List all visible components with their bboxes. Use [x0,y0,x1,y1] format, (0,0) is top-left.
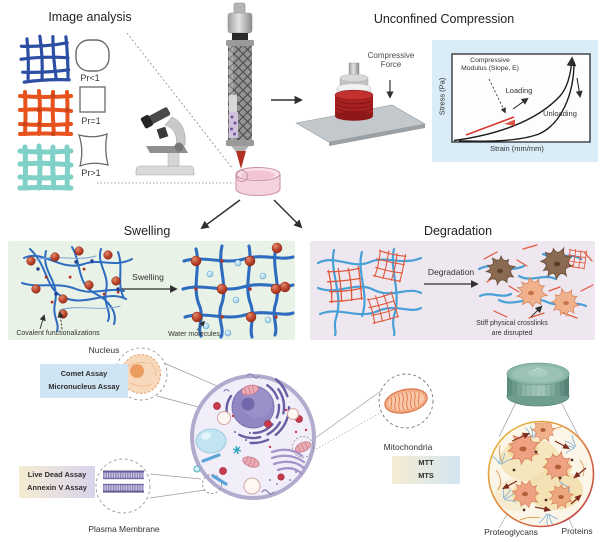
cell-illustration [190,369,316,500]
microscope-icon [135,107,195,176]
mts-label: MTS [418,471,434,480]
pore-grid-blue [19,34,71,84]
swelling-network-after [181,242,295,339]
title-image-analysis: Image analysis [48,10,132,24]
label-pr-less: Pr<1 [80,73,100,83]
graph-xlabel: Strain (mm/mm) [490,144,544,153]
label-pr-equal: Pr=1 [81,116,101,126]
label-plasma-membrane: Plasma Membrane [88,524,160,534]
ecm-illustration [487,420,595,528]
pore-shape-concave [77,133,109,168]
degradation-arrow-label: Degradation [427,267,475,277]
comet-assay-label: Comet Assay [60,369,108,379]
live-dead-assay-label: Live Dead Assay [27,470,87,480]
degradation-network-before [316,247,423,337]
title-degradation: Degradation [423,224,493,238]
label-compressive-force: Compressive Force [367,51,415,70]
degradation-note-line2: are disrupted [491,330,533,337]
mitochondrion-pink [241,384,311,468]
graph-ylabel: Stress (Pa) [437,77,447,116]
petri-dish [235,166,281,197]
graph-modulus-annotation: Compressive Modulus (Slope, E) [461,57,519,73]
pore-grid-orange [18,89,73,137]
swelling-network-before [21,246,133,332]
degradation-network-after [477,241,594,321]
pore-shape-round [75,39,110,72]
mtt-label: MTT [418,458,434,468]
comet-assay-box: Comet Assay Micronucleus Assay [40,364,128,398]
label-proteins: Proteins [561,526,593,536]
degradation-note-line1: Stiff physical crosslinks [476,320,548,327]
graph-unloading-label: Unloading [543,109,577,118]
title-unconfined-compression: Unconfined Compression [373,12,515,26]
label-water-molecules: Water molecules [168,331,220,338]
mitochondria-zoom [378,373,434,429]
annexin-v-assay-label: Annexin V Assay [27,483,87,492]
stress-strain-graph [451,53,591,143]
label-proteoglycans: Proteoglycans [484,527,538,537]
label-pr-greater: Pr>1 [81,168,101,178]
title-swelling: Swelling [123,224,171,238]
zoom-pointer-lines [149,362,580,529]
label-nucleus: Nucleus [88,345,120,355]
syringe-illustration [226,2,254,169]
label-mitochondria: Mitochondria [383,442,433,452]
compression-apparatus [295,62,426,146]
membrane-zoom [95,458,151,514]
connector-lines [97,32,234,184]
graph-loading-label: Loading [505,86,533,95]
livedead-assay-box: Live Dead Assay Annexin V Assay [19,466,95,498]
micronucleus-assay-label: Micronucleus Assay [48,382,120,391]
label-covalent-functionalizations: Covalent functionalizations [16,330,100,337]
flow-arrows [121,80,479,293]
tube-cap-illustration [506,362,570,407]
mtt-mts-box: MTT MTS [392,456,460,484]
nucleus-zoom [114,347,168,401]
pore-grid-teal [17,143,74,191]
pore-shape-square [79,86,106,113]
swelling-arrow-label: Swelling [132,272,164,282]
